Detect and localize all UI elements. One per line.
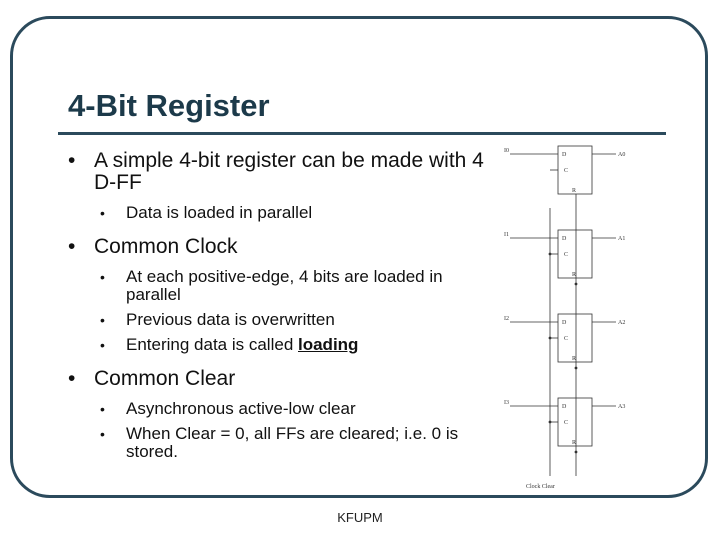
bullet-dot-icon: •	[68, 235, 76, 258]
bullet-dot-icon: •	[100, 269, 105, 285]
ff3-input-label: I3	[504, 400, 509, 406]
sub-bullet-text: When Clear = 0, all FFs are cleared; i.e…	[126, 424, 459, 461]
ff0-input-label: I0	[504, 148, 509, 154]
clock-clear-label: Clock Clear	[526, 484, 555, 490]
ff2-output-label: A2	[618, 320, 625, 326]
sub-bullet-parallel: • Data is loaded in parallel	[62, 204, 502, 222]
sub-bullet-overwritten: • Previous data is overwritten	[62, 311, 502, 329]
bullet-dot-icon: •	[68, 149, 76, 172]
ff2-d-label: D	[562, 320, 567, 326]
sub-bullet-text: Previous data is overwritten	[126, 310, 335, 329]
footer-text: KFUPM	[337, 510, 383, 525]
bullet-dot-icon: •	[100, 401, 105, 417]
ff1-r-label: R	[572, 272, 576, 278]
ff1-output-label: A1	[618, 236, 625, 242]
sub-bullet-loading: • Entering data is called loading	[62, 336, 502, 354]
ff2-r-label: R	[572, 356, 576, 362]
sub-bullet-clear-zero: • When Clear = 0, all FFs are cleared; i…	[62, 425, 502, 461]
bullet-text: Common Clock	[94, 235, 238, 258]
bullet-dot-icon: •	[100, 312, 105, 328]
ff1-d-label: D	[562, 236, 567, 242]
bullet-dot-icon: •	[68, 367, 76, 390]
sub-bullet-async-clear: • Asynchronous active-low clear	[62, 400, 502, 418]
register-circuit-diagram: I0 A0 D C R I1 A1 D C R I2 A2 D C R I3 A…	[504, 145, 625, 490]
loading-emphasis: loading	[298, 335, 359, 354]
ff1-input-label: I1	[504, 232, 509, 238]
bullet-dot-icon: •	[100, 426, 105, 442]
bullet-dot-icon: •	[100, 337, 105, 353]
bullet-dot-icon: •	[100, 205, 105, 221]
sub-bullet-text: At each positive-edge, 4 bits are loaded…	[126, 267, 443, 304]
ff0-output-label: A0	[618, 152, 625, 158]
bullet-text: A simple 4-bit register can be made with…	[94, 149, 484, 194]
slide-title: 4-Bit Register	[68, 88, 270, 123]
ff3-output-label: A3	[618, 404, 625, 410]
ff1-clk-label: C	[564, 252, 568, 258]
bullet-register: • A simple 4-bit register can be made wi…	[62, 150, 502, 194]
bullet-common-clock: • Common Clock	[62, 236, 502, 258]
title-underline	[58, 132, 666, 135]
ff0-r-label: R	[572, 188, 576, 194]
ff2-input-label: I2	[504, 316, 509, 322]
bullet-text: Common Clear	[94, 367, 236, 390]
ff3-r-label: R	[572, 440, 576, 446]
ff2-clk-label: C	[564, 336, 568, 342]
bullet-common-clear: • Common Clear	[62, 368, 502, 390]
ff3-d-label: D	[562, 404, 567, 410]
ff0-clk-label: C	[564, 168, 568, 174]
ff3-clk-label: C	[564, 420, 568, 426]
slide-frame	[10, 16, 708, 498]
sub-bullet-text: Entering data is called	[126, 335, 298, 354]
bullet-list: • A simple 4-bit register can be made wi…	[62, 150, 502, 468]
sub-bullet-text: Asynchronous active-low clear	[126, 399, 356, 418]
ff0-d-label: D	[562, 152, 567, 158]
sub-bullet-positive-edge: • At each positive-edge, 4 bits are load…	[62, 268, 502, 304]
sub-bullet-text: Data is loaded in parallel	[126, 203, 313, 222]
